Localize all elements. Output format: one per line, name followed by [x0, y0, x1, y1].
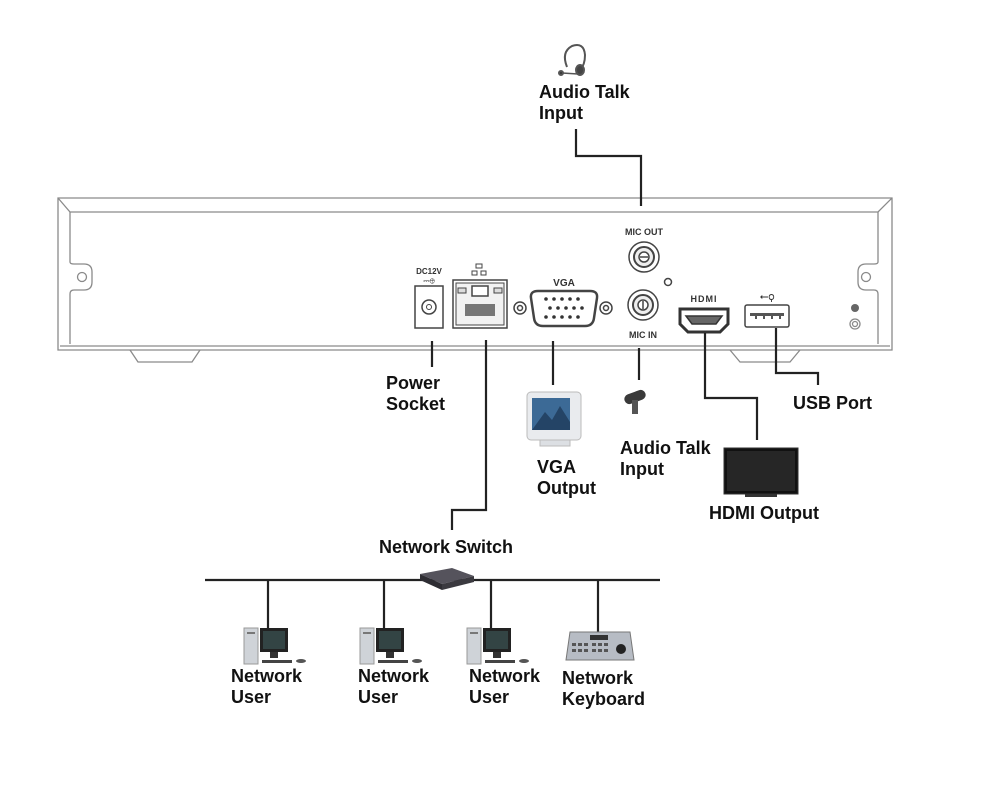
label-line: Power	[386, 373, 441, 393]
network-switch-icon	[420, 568, 474, 590]
hdmi-tv-icon	[723, 447, 799, 497]
network-icon	[471, 263, 487, 276]
dc-polarity-icon: ⎓⊕	[423, 276, 435, 285]
vga-port-label: VGA	[553, 278, 575, 289]
label-line: Input	[620, 459, 664, 479]
label-line: Network	[231, 666, 303, 686]
label-line: Socket	[386, 394, 446, 414]
network-keyboard-icon	[565, 631, 635, 661]
audio-talk-input-mic-label: Audio Talk Input	[620, 438, 711, 480]
microphone-icon	[624, 389, 646, 414]
usb-port[interactable]: ⭠⚲	[744, 291, 790, 328]
network-user-label: Network User	[358, 666, 429, 708]
hdmi-output-label: HDMI Output	[709, 503, 819, 523]
usb-line	[774, 328, 820, 385]
vga-port[interactable]: VGA	[16, 0, 613, 328]
network-user-label: Network User	[469, 666, 540, 708]
label-line: Network	[358, 666, 430, 686]
hdmi-port-label: HDMI	[691, 294, 718, 304]
label-line: Audio Talk	[539, 82, 630, 102]
label-line: Audio Talk	[620, 438, 711, 458]
network-line	[450, 340, 488, 530]
label-line: Input	[539, 103, 583, 123]
audio-out-line	[574, 129, 643, 206]
ground-screw-icon	[851, 304, 859, 312]
connector-lines	[205, 129, 820, 640]
hdmi-line	[703, 333, 759, 440]
label-line: Network	[562, 668, 634, 688]
mic-in-label: MIC IN	[629, 330, 657, 340]
network-user-computer-icon	[359, 627, 422, 665]
power-port-label: DC12V	[416, 267, 442, 276]
hdmi-port[interactable]: HDMI	[678, 294, 730, 334]
mic-in-port[interactable]: MIC IN	[627, 289, 659, 340]
vga-monitor-icon	[526, 391, 582, 447]
mic-out-port[interactable]: MIC OUT	[625, 227, 673, 287]
network-port[interactable]	[452, 263, 508, 329]
vga-output-label: VGA Output	[537, 457, 596, 499]
network-user-computer-icon	[243, 627, 306, 665]
usb-port-label: USB Port	[793, 393, 873, 413]
label-line: User	[358, 687, 399, 707]
network-user-computer-icon	[466, 627, 529, 665]
network-keyboard-label: Network Keyboard	[562, 668, 645, 710]
network-user-label: Network User	[231, 666, 302, 708]
mic-out-label: MIC OUT	[625, 227, 663, 237]
label-line: VGA	[537, 457, 577, 477]
power-socket-label: Power Socket	[386, 373, 445, 415]
label-line: User	[231, 687, 272, 707]
label-line: Network	[469, 666, 541, 686]
usb-icon: ⭠⚲	[760, 291, 775, 303]
audio-talk-input-top-label: Audio Talk Input	[539, 82, 630, 124]
label-line: User	[469, 687, 510, 707]
label-line: Output	[537, 478, 596, 498]
power-socket-port[interactable]: DC12V ⎓⊕	[414, 267, 444, 329]
nvr-rear-panel	[57, 197, 893, 363]
network-switch-label: Network Switch	[379, 537, 514, 557]
label-line: Keyboard	[562, 689, 646, 709]
headset-icon	[558, 44, 587, 76]
